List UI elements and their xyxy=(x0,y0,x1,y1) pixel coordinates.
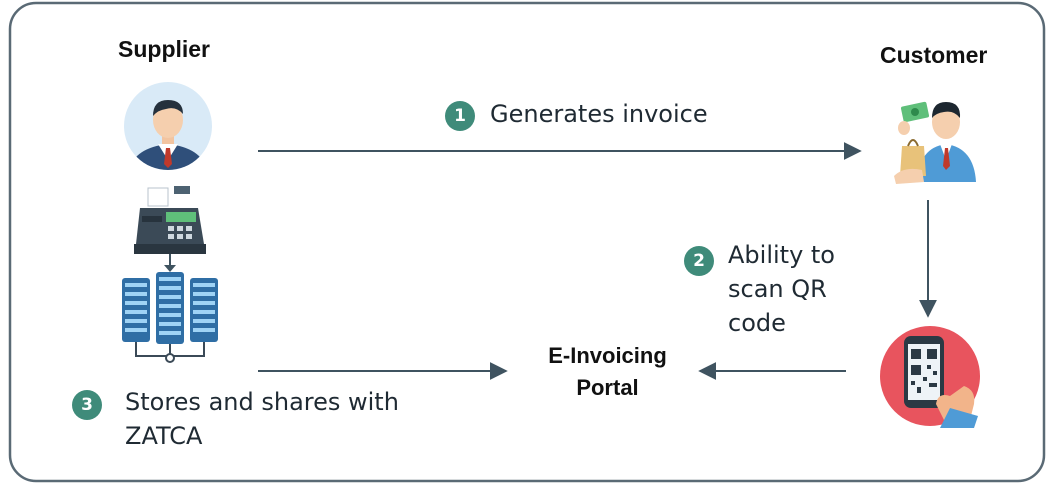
step-2-label: Ability to scan QR code xyxy=(728,241,835,337)
businessman-avatar-icon xyxy=(120,82,218,172)
cash-register-icon xyxy=(134,186,206,256)
e-invoicing-portal-label: E-Invoicing Portal xyxy=(548,343,667,400)
arrow-register-to-server xyxy=(164,254,176,272)
customer-heading: Customer xyxy=(880,42,988,68)
step-1-label: Generates invoice xyxy=(490,100,708,128)
supplier-heading: Supplier xyxy=(118,36,211,62)
step-1-badge: 1 xyxy=(445,101,475,131)
step-3-badge: 3 xyxy=(72,390,102,420)
diagram-frame xyxy=(8,1,1046,483)
step-3-label: Stores and shares with ZATCA xyxy=(125,388,399,450)
server-rack-icon xyxy=(120,272,220,366)
customer-with-cash-and-bag-icon xyxy=(884,86,982,186)
phone-qr-scan-icon xyxy=(878,324,982,428)
step-2-badge: 2 xyxy=(684,246,714,276)
